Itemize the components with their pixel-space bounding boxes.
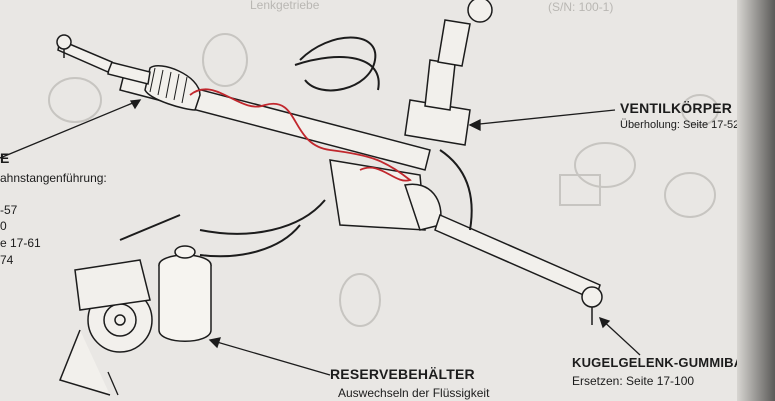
rack-housing [56,34,431,171]
ventil-title: VENTILKÖRPER [620,100,733,116]
red-marker-line [189,88,412,182]
left-line-3: e 17-61 [0,236,41,250]
gear-housing [329,159,603,325]
left-line-2: 0 [0,219,7,233]
kugelgelenk-subtitle: Ersetzen: Seite 17-100 [572,374,695,388]
kugelgelenk-title: KUGELGELENK-GUMMIBALG [572,355,762,370]
left-subtitle-fragment: ahnstangenführung: [0,171,107,185]
bellows-left [149,67,188,104]
reservoir-subtitle: Auswechseln der Flüssigkeit [338,386,490,400]
ghost-background-shapes [48,33,719,327]
reservoir-title: RESERVEBEHÄLTER [330,366,475,382]
left-line-1: -57 [0,203,18,217]
header-fragment: Lenkgetriebe [250,0,320,12]
leader-lines [0,99,641,396]
reservoir [158,245,212,342]
hoses [119,36,473,258]
left-title-fragment: E [0,150,10,166]
top-right-fragment: (S/N: 100-1) [548,0,614,14]
left-line-4: 74 [0,253,14,267]
pump [58,259,153,396]
ventil-subtitle: Überholung: Seite 17-52 [620,119,740,131]
page-edge-shadow [737,0,775,401]
valve-body [404,0,493,146]
